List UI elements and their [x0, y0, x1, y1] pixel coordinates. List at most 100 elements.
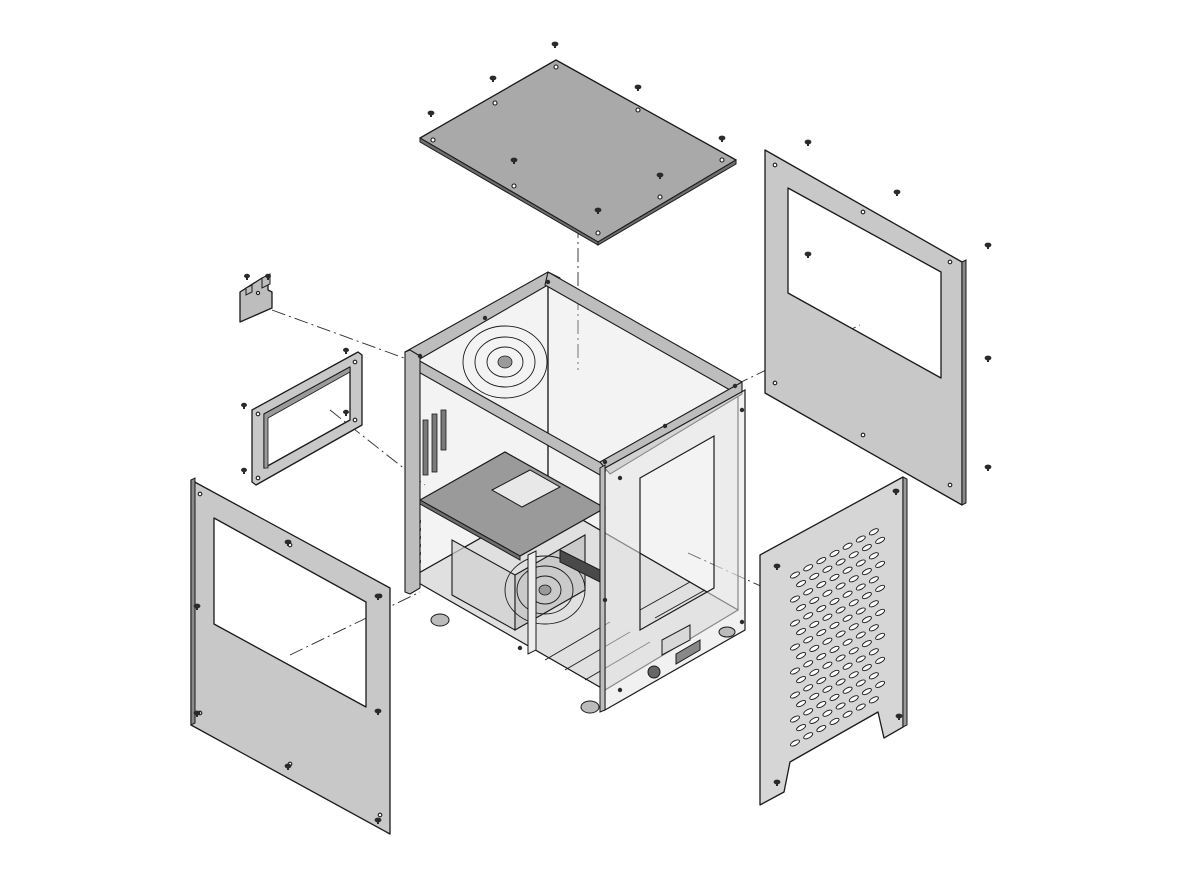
- hole: [595, 230, 601, 236]
- mesh-hole: [803, 636, 814, 644]
- stud: [732, 383, 738, 389]
- mesh-hole: [868, 528, 879, 536]
- mesh-hole: [790, 595, 800, 603]
- mesh-hole: [842, 710, 853, 718]
- mesh-hole: [875, 560, 886, 568]
- screw-icon: [773, 779, 781, 786]
- mesh-hole: [855, 583, 866, 591]
- mesh-hole: [829, 597, 840, 605]
- mesh-hole: [829, 693, 840, 701]
- hole: [772, 162, 778, 168]
- mesh-hole: [796, 628, 807, 636]
- hole: [553, 64, 559, 70]
- mesh-hole: [790, 643, 800, 651]
- mesh-hole-grid: [790, 528, 886, 747]
- mesh-hole: [829, 621, 840, 629]
- front-io-module: [661, 624, 691, 656]
- top-panel-screws: [427, 41, 726, 214]
- io-shield-tab-left: [245, 284, 253, 296]
- screw-icon: [244, 273, 250, 280]
- mesh-hole: [816, 677, 827, 685]
- hole: [352, 417, 358, 423]
- right-panel-holes: [772, 162, 953, 488]
- front-mesh-panel: [759, 476, 908, 806]
- mesh-hole: [855, 607, 866, 615]
- chassis-front-edge: [599, 464, 606, 713]
- lower-fan-ring-mid: [516, 565, 574, 615]
- screw-icon: [773, 563, 781, 570]
- mesh-hole: [809, 668, 820, 676]
- mesh-hole: [868, 600, 879, 608]
- mesh-hole: [822, 589, 833, 597]
- mesh-hole: [822, 661, 833, 669]
- hole: [947, 259, 953, 265]
- front-mesh-edge: [902, 476, 908, 728]
- mesh-hole: [868, 696, 879, 704]
- mesh-hole: [829, 549, 840, 557]
- screw-icon: [804, 139, 812, 146]
- io-shield-plate: [239, 273, 273, 323]
- stud: [482, 315, 488, 321]
- mesh-hole: [861, 568, 872, 576]
- mesh-hole: [835, 558, 846, 566]
- axis-io-plate: [271, 309, 416, 363]
- rear-fan-ring-mid: [474, 336, 536, 388]
- mesh-hole: [842, 638, 853, 646]
- mesh-hole: [796, 676, 807, 684]
- mesh-hole: [796, 580, 807, 588]
- mesh-hole: [868, 624, 879, 632]
- mesh-hole: [835, 654, 846, 662]
- hole: [860, 432, 866, 438]
- mesh-hole: [796, 604, 807, 612]
- hole: [197, 491, 203, 497]
- mesh-hole: [816, 605, 827, 613]
- hole: [492, 100, 498, 106]
- expansion-slot: [440, 409, 447, 451]
- mesh-hole: [829, 645, 840, 653]
- lower-fan-ring-outer: [504, 555, 586, 625]
- mesh-hole: [861, 688, 872, 696]
- mesh-hole: [875, 536, 886, 544]
- screw-icon: [427, 110, 435, 117]
- hole: [657, 194, 663, 200]
- front-io-port: [675, 639, 701, 665]
- screw-icon: [241, 467, 247, 474]
- top-panel-plate: [419, 59, 737, 243]
- mesh-hole: [875, 608, 886, 616]
- fan-icon: [504, 555, 586, 625]
- screw-icon: [594, 207, 602, 214]
- mesh-hole: [848, 551, 859, 559]
- mesh-hole: [835, 702, 846, 710]
- mesh-hole: [829, 573, 840, 581]
- stud: [602, 459, 608, 465]
- screw-icon: [551, 41, 559, 48]
- mesh-hole: [829, 717, 840, 725]
- mesh-hole: [861, 592, 872, 600]
- mesh-hole: [803, 684, 814, 692]
- screw-icon: [984, 355, 992, 362]
- hole: [352, 359, 358, 365]
- expansion-slot: [431, 413, 438, 473]
- mesh-hole: [868, 648, 879, 656]
- mesh-hole: [848, 599, 859, 607]
- rear-fan-ring-inner: [486, 346, 524, 378]
- support-rod: [527, 550, 537, 655]
- mesh-hole: [803, 564, 814, 572]
- chassis-studs: [417, 279, 745, 693]
- mesh-hole: [822, 685, 833, 693]
- top-panel-edge-right: [597, 159, 737, 246]
- stud: [517, 645, 523, 651]
- hole: [719, 157, 725, 163]
- expansion-slots: [422, 409, 447, 476]
- screw-icon: [984, 464, 992, 471]
- right-side-panel: [764, 149, 967, 506]
- hole: [255, 290, 261, 296]
- mesh-hole: [803, 708, 814, 716]
- right-panel-edge: [961, 259, 967, 506]
- mesh-hole: [842, 614, 853, 622]
- mesh-hole: [842, 662, 853, 670]
- screw-icon: [656, 172, 664, 179]
- mesh-hole: [816, 725, 827, 733]
- rear-fan-ring-outer: [462, 325, 548, 399]
- mesh-hole: [822, 709, 833, 717]
